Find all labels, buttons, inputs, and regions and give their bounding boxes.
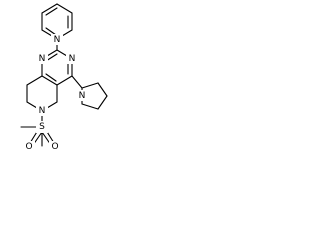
bond xyxy=(56,3,73,14)
bond xyxy=(97,95,108,110)
atom-label-pyrimidine-n-right: N xyxy=(69,54,76,64)
bond xyxy=(56,75,73,86)
bond xyxy=(81,82,99,89)
atom-label-oxygen-right: O xyxy=(51,142,58,152)
chemical-structure-diagram: N N N N N S O O xyxy=(20,3,108,153)
atom-label-oxygen-left: O xyxy=(25,142,32,152)
bond xyxy=(81,103,99,110)
label-background xyxy=(23,141,35,153)
bond xyxy=(41,3,58,14)
pyridine-ring xyxy=(41,3,73,40)
bond xyxy=(97,82,108,97)
atom-label-pyridine-n: N xyxy=(54,35,61,45)
bond xyxy=(71,75,83,89)
label-background xyxy=(36,53,48,64)
double-bond-inner xyxy=(45,73,57,82)
label-background xyxy=(49,141,61,153)
label-background xyxy=(36,105,48,116)
label-background xyxy=(66,53,78,64)
bond xyxy=(41,75,58,86)
double-bond-inner xyxy=(45,27,57,36)
double-bond-inner xyxy=(45,7,58,16)
atom-label-piperidine-n: N xyxy=(39,106,46,116)
bond xyxy=(26,75,43,86)
atom-label-pyrimidine-n-left: N xyxy=(39,54,46,64)
atom-label-sulfur: S xyxy=(39,122,45,132)
label-background xyxy=(76,90,88,101)
atom-label-pyrrolidine-n: N xyxy=(79,91,86,101)
label-background xyxy=(36,121,48,133)
label-background xyxy=(51,34,63,45)
